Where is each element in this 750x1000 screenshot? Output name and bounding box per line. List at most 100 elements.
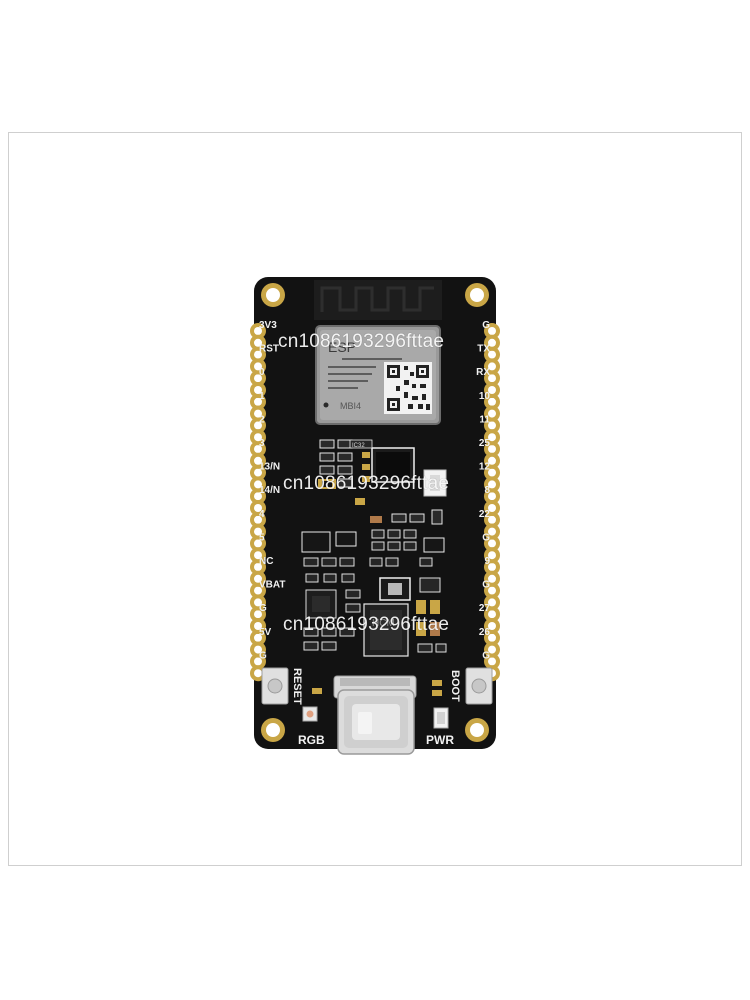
pin-hole bbox=[488, 468, 496, 477]
pin-hole bbox=[488, 445, 496, 453]
pin-label: RX bbox=[476, 367, 490, 378]
pin-hole bbox=[254, 374, 262, 383]
mcu-label: HCM bbox=[372, 618, 395, 629]
pin-label: 26 bbox=[479, 627, 491, 638]
pin-hole bbox=[254, 480, 262, 489]
antenna-area bbox=[314, 280, 442, 320]
pin-hole bbox=[254, 586, 262, 595]
pin-hole bbox=[254, 338, 262, 347]
pwr-label: PWR bbox=[426, 733, 454, 747]
pin-label: 1 bbox=[259, 391, 265, 402]
pin-hole bbox=[254, 421, 262, 430]
pin-hole bbox=[254, 622, 262, 630]
pin-hole bbox=[254, 633, 262, 642]
pin-hole bbox=[488, 397, 496, 406]
pin-label: G bbox=[482, 650, 490, 661]
pin-hole bbox=[488, 374, 496, 383]
pin-hole bbox=[488, 539, 496, 548]
pin-hole bbox=[488, 610, 496, 619]
pwr-led bbox=[433, 707, 449, 729]
pin-hole bbox=[488, 657, 496, 666]
module-label: MBI4 bbox=[340, 401, 361, 411]
pin-hole bbox=[488, 492, 496, 501]
smd-components: IC32 bbox=[301, 439, 447, 657]
pin-hole bbox=[254, 610, 262, 619]
pin-hole bbox=[254, 563, 262, 571]
pin-hole bbox=[488, 551, 496, 560]
boot-label: BOOT bbox=[449, 670, 461, 702]
pin-hole bbox=[254, 645, 262, 654]
right-pin-header bbox=[484, 323, 500, 682]
watermark-text: cn1086193296fttae bbox=[283, 473, 450, 494]
pin-hole bbox=[488, 645, 496, 654]
pin-hole bbox=[254, 574, 262, 583]
rgb-led bbox=[302, 706, 318, 722]
pin-hole bbox=[254, 468, 262, 477]
pin-label: 22 bbox=[479, 509, 491, 520]
mounting-holes bbox=[261, 283, 489, 742]
pin-label: 27 bbox=[479, 603, 491, 614]
boot-button[interactable] bbox=[465, 667, 493, 705]
pin-hole bbox=[254, 350, 262, 359]
reset-button[interactable] bbox=[261, 667, 289, 705]
pin-hole bbox=[254, 527, 262, 536]
pin-hole bbox=[254, 515, 262, 524]
pin-hole bbox=[488, 515, 496, 524]
pin-hole bbox=[488, 480, 496, 489]
pin-hole bbox=[488, 586, 496, 595]
left-pin-header bbox=[250, 323, 266, 682]
pin-hole bbox=[254, 657, 262, 666]
pin-label: G bbox=[259, 603, 267, 614]
pin-hole bbox=[488, 504, 496, 512]
pin-label: 5V bbox=[259, 627, 272, 638]
pin-hole bbox=[254, 598, 262, 607]
watermark-text: cn1086193296fttae bbox=[278, 331, 445, 352]
pin-hole bbox=[254, 504, 262, 512]
pin-label: NC bbox=[259, 556, 273, 567]
pin-hole bbox=[254, 409, 262, 418]
test-pads bbox=[312, 680, 442, 696]
pin-hole bbox=[254, 362, 262, 371]
pin-label: VBAT bbox=[259, 580, 285, 591]
pin-label: 2 bbox=[259, 414, 265, 425]
pin-hole bbox=[488, 574, 496, 583]
qr-code-icon bbox=[384, 362, 432, 414]
pin-hole bbox=[254, 433, 262, 442]
pin-label: 10 bbox=[479, 391, 491, 402]
pin-hole bbox=[488, 598, 496, 607]
pin-hole bbox=[488, 386, 496, 394]
pin-label: 13/N bbox=[259, 462, 280, 473]
pin-hole bbox=[254, 492, 262, 501]
usb-c-port[interactable] bbox=[333, 675, 417, 755]
pin-hole bbox=[488, 327, 496, 335]
pin-hole bbox=[254, 327, 262, 335]
pin-hole bbox=[254, 397, 262, 406]
pin-label: 9 bbox=[484, 556, 490, 567]
pin-hole bbox=[488, 350, 496, 359]
pin-hole bbox=[488, 421, 496, 430]
module-print-lines bbox=[328, 358, 402, 389]
pin-hole bbox=[488, 527, 496, 536]
pin-label: 0 bbox=[259, 367, 265, 378]
rgb-label: RGB bbox=[298, 733, 325, 747]
pin-hole bbox=[488, 338, 496, 347]
module-brand: ESP bbox=[328, 339, 356, 355]
chip-text: IC32 bbox=[352, 443, 365, 449]
pin-hole bbox=[254, 539, 262, 548]
pin-label: G bbox=[482, 532, 490, 543]
pin-hole bbox=[488, 409, 496, 418]
pin-label: 3 bbox=[259, 438, 265, 449]
pin-label: 14/N bbox=[259, 485, 280, 496]
pin-hole bbox=[254, 456, 262, 465]
pin-hole bbox=[254, 386, 262, 394]
pin-hole bbox=[254, 551, 262, 560]
pin-hole bbox=[254, 445, 262, 453]
pin-label: G bbox=[482, 580, 490, 591]
pin-label: 12 bbox=[479, 462, 491, 473]
pin-label: 4 bbox=[259, 509, 265, 520]
watermark-text: cn1086193296fttae bbox=[283, 614, 450, 635]
pin-label: 11 bbox=[479, 414, 490, 425]
